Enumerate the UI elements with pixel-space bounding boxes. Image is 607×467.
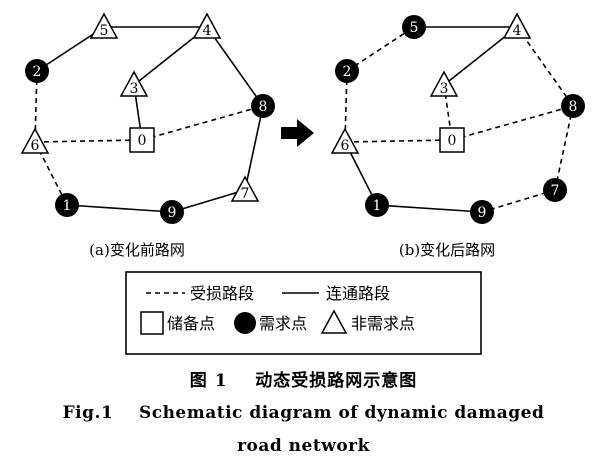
node-label-0: 0 xyxy=(448,133,457,149)
node-label-0: 0 xyxy=(138,133,147,149)
filled-circle-node-icon xyxy=(55,193,79,217)
triangle-node-icon xyxy=(230,175,260,202)
node-label-5: 5 xyxy=(410,20,419,36)
node-label-9: 9 xyxy=(168,205,177,221)
filled-circle-node-icon xyxy=(402,15,426,39)
filled-circle-node-icon xyxy=(251,94,275,118)
filled-circle-node-icon xyxy=(160,200,184,224)
node-4: 4 xyxy=(502,12,532,39)
node-label-6: 6 xyxy=(341,138,350,154)
figure-caption-chinese: 图 1 动态受损路网示意图 xyxy=(0,366,607,391)
edge-9-1-solid xyxy=(376,204,483,213)
node-9: 9 xyxy=(160,200,184,224)
node-6: 6 xyxy=(20,127,50,154)
node-2: 2 xyxy=(335,59,359,83)
caption-cn-gap xyxy=(228,371,256,391)
filled-circle-node-icon xyxy=(365,193,389,217)
caption-cn-text: 动态受损路网示意图 xyxy=(255,371,418,391)
square-node-icon xyxy=(439,127,465,153)
node-0: 0 xyxy=(439,127,465,153)
node-1: 1 xyxy=(365,193,389,217)
node-label-8: 8 xyxy=(569,99,578,115)
figure-caption-english-line-2: road network xyxy=(0,436,607,456)
filled-circle-node-icon xyxy=(470,200,494,224)
node-label-5: 5 xyxy=(100,23,109,39)
figure-caption-english-line-1: Fig.1 Schematic diagram of dynamic damag… xyxy=(0,403,607,423)
node-label-2: 2 xyxy=(33,64,42,80)
node-7: 7 xyxy=(543,178,567,202)
legend-frame xyxy=(125,271,482,355)
legend-square-icon xyxy=(140,311,164,335)
edge-6-0-dashed xyxy=(34,139,143,143)
node-1: 1 xyxy=(55,193,79,217)
node-8: 8 xyxy=(561,94,585,118)
edge-0-8-dashed xyxy=(451,105,574,141)
square-node-icon xyxy=(129,127,155,153)
transition-arrow-icon xyxy=(281,119,314,147)
node-6: 6 xyxy=(330,127,360,154)
node-label-1: 1 xyxy=(63,198,72,214)
caption-en-line1: Fig.1 Schematic diagram of dynamic damag… xyxy=(62,403,545,423)
node-label-8: 8 xyxy=(259,99,268,115)
node-label-1: 1 xyxy=(373,198,382,214)
triangle-node-icon xyxy=(192,12,222,39)
node-5: 5 xyxy=(402,15,426,39)
legend-connected-label: 连通路段 xyxy=(326,284,390,303)
node-8: 8 xyxy=(251,94,275,118)
node-label-3: 3 xyxy=(440,81,449,97)
node-label-9: 9 xyxy=(478,205,487,221)
edge-8-7-dashed xyxy=(554,105,574,191)
filled-circle-node-icon xyxy=(335,59,359,83)
filled-circle-node-icon xyxy=(543,178,567,202)
node-4: 4 xyxy=(192,12,222,39)
triangle-node-icon xyxy=(119,70,149,97)
edge-8-7-solid xyxy=(244,105,264,191)
caption-cn-number: 图 1 xyxy=(189,371,228,391)
caption-en-line2: road network xyxy=(237,436,370,456)
node-label-6: 6 xyxy=(31,138,40,154)
node-3: 3 xyxy=(119,70,149,97)
triangle-node-icon xyxy=(429,70,459,97)
legend-triangle-icon xyxy=(320,309,348,334)
legend-filled-circle-icon xyxy=(234,312,256,334)
edge-6-0-dashed xyxy=(344,139,453,143)
triangle-node-icon xyxy=(89,12,119,39)
edge-0-8-dashed xyxy=(141,105,264,141)
edge-9-1-solid xyxy=(66,204,173,213)
panel-after-change: 0 1 2 3 4 5 6 7 8 9 xyxy=(330,12,585,224)
legend-reserve-label: 储备点 xyxy=(167,314,215,333)
node-2: 2 xyxy=(25,59,49,83)
node-label-4: 4 xyxy=(203,23,212,39)
node-label-2: 2 xyxy=(343,64,352,80)
node-label-7: 7 xyxy=(551,183,560,199)
edge-4-8-solid xyxy=(206,26,264,107)
panel-before-change: 0 1 2 3 4 5 6 7 8 9 xyxy=(20,12,275,224)
legend-non-demand-label: 非需求点 xyxy=(351,314,415,333)
edge-4-8-dashed xyxy=(516,26,574,107)
node-0: 0 xyxy=(129,127,155,153)
node-3: 3 xyxy=(429,70,459,97)
panel-b-label: (b)变化后路网 xyxy=(399,241,495,259)
triangle-node-icon xyxy=(502,12,532,39)
panel-a-label: (a)变化前路网 xyxy=(89,241,185,259)
filled-circle-node-icon xyxy=(25,59,49,83)
edge-2-5-dashed xyxy=(346,26,415,72)
node-label-3: 3 xyxy=(130,81,139,97)
filled-circle-node-icon xyxy=(561,94,585,118)
node-9: 9 xyxy=(470,200,494,224)
node-label-4: 4 xyxy=(513,23,522,39)
node-label-7: 7 xyxy=(241,186,250,202)
edge-7-9-dashed xyxy=(481,189,556,213)
node-7: 7 xyxy=(230,175,260,202)
node-5: 5 xyxy=(89,12,119,39)
edge-7-9-solid xyxy=(171,189,246,213)
triangle-node-icon xyxy=(20,127,50,154)
triangle-node-icon xyxy=(330,127,360,154)
legend-damaged-label: 受损路段 xyxy=(190,284,254,303)
legend-demand-label: 需求点 xyxy=(259,314,307,333)
legend: 受损路段 连通路段 储备点 需求点 非需求点 xyxy=(125,271,482,355)
